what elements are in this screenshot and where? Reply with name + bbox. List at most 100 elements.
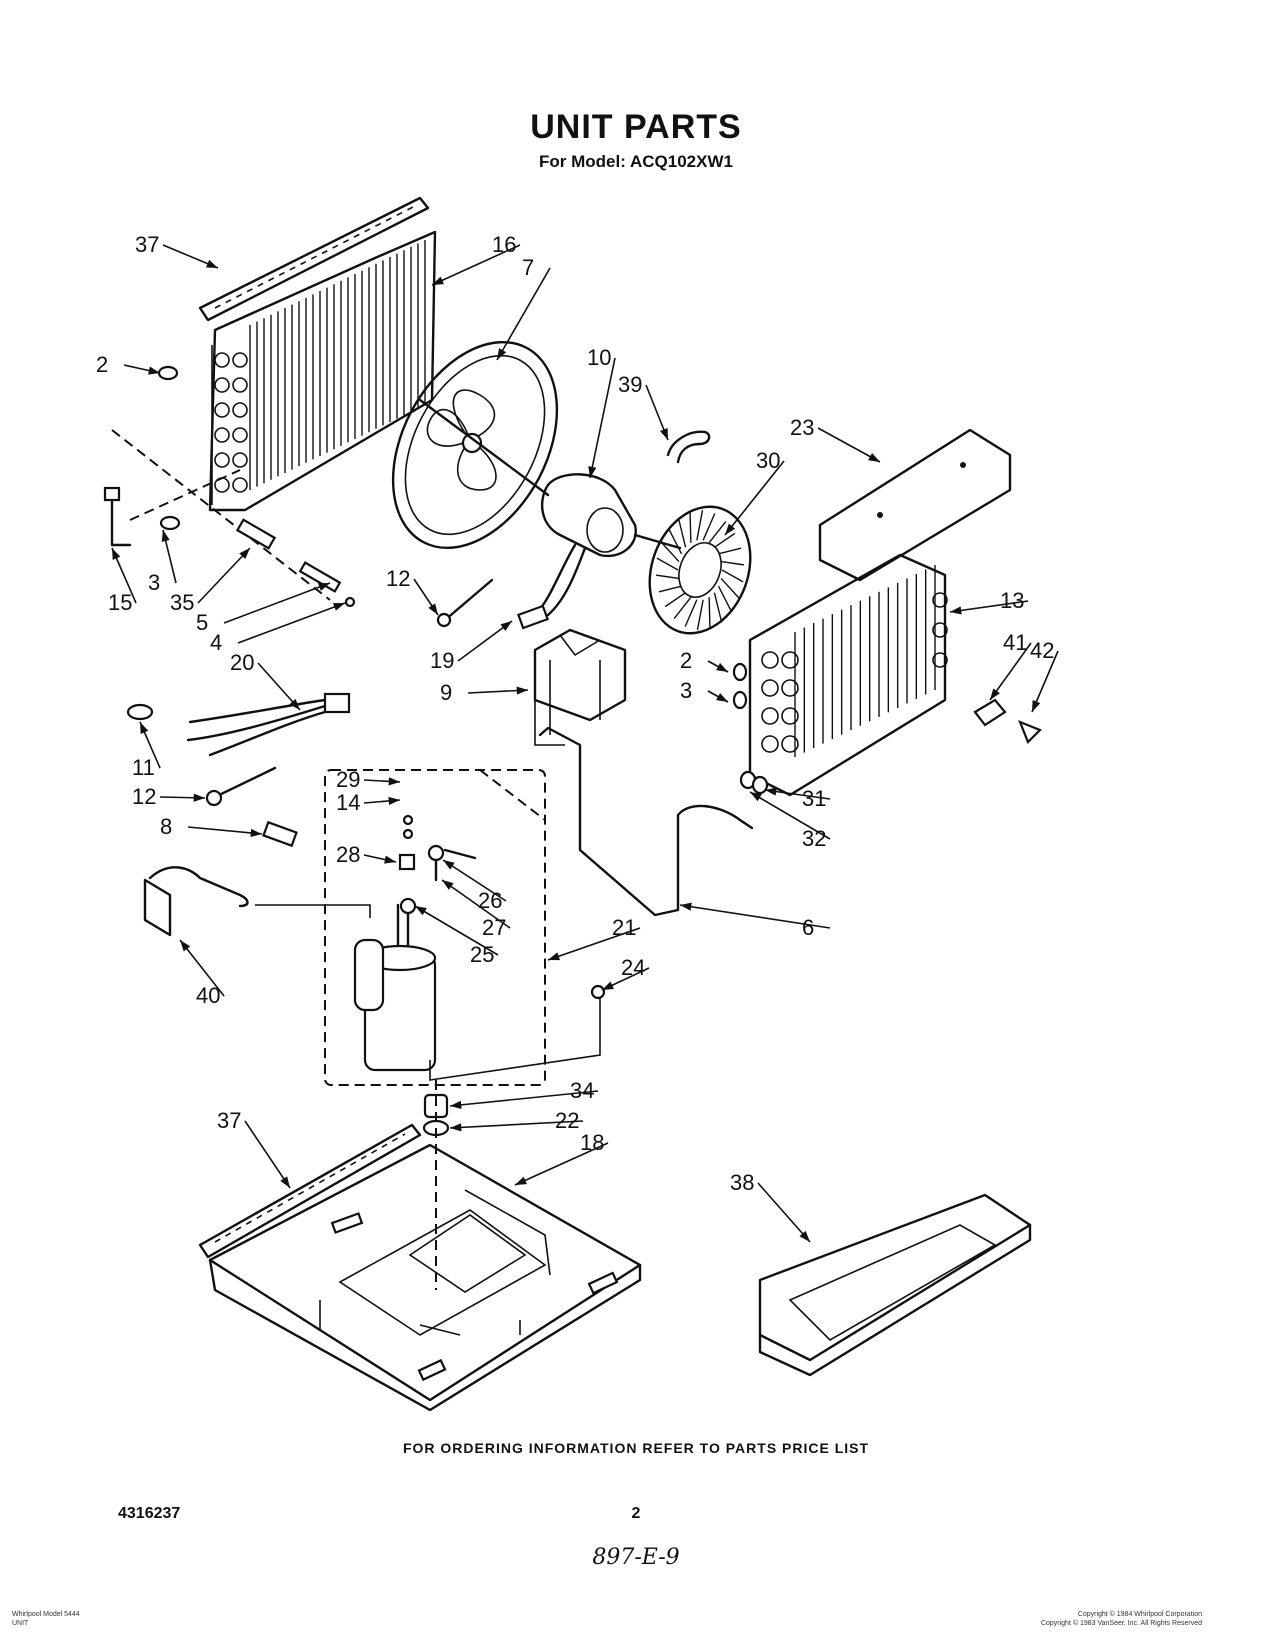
callout-22: 22: [555, 1108, 579, 1133]
leader-arrowhead: [516, 686, 528, 695]
blower-blade: [708, 521, 727, 544]
callout-8: 8: [160, 814, 172, 839]
callout-18: 18: [580, 1130, 604, 1155]
leader-arrowhead: [990, 688, 1000, 700]
leader-arrowhead: [716, 692, 728, 702]
copyright-line: Copyright © 1983 VanSeer, Inc. All Right…: [1040, 1620, 1202, 1627]
leader-line: [441, 879, 511, 929]
blower-blade: [696, 599, 704, 631]
refrigerant-tube: [538, 726, 754, 917]
leader-line: [187, 826, 263, 835]
blower-blade: [673, 596, 692, 619]
leader-line: [757, 1182, 811, 1243]
blower-wheel: [648, 505, 752, 635]
callout-4: 4: [210, 630, 222, 655]
blower-blade: [713, 592, 723, 623]
callout-12: 12: [132, 784, 156, 809]
leader-arrowhead: [497, 348, 507, 360]
blower-blade: [721, 569, 744, 583]
leader-line: [442, 859, 507, 902]
blower-blade: [720, 577, 740, 599]
ordering-note: FOR ORDERING INFORMATION REFER TO PARTS …: [402, 1440, 870, 1456]
callout-25: 25: [470, 942, 494, 967]
leader-line: [989, 642, 1032, 701]
leader-line: [496, 267, 551, 361]
blower-blade: [684, 599, 698, 627]
model-number: For Model: ACQ102XW1: [539, 152, 733, 171]
callout-38: 38: [730, 1170, 754, 1195]
leader-line: [431, 244, 521, 286]
blower-blade: [696, 509, 704, 541]
small-parts-right: [732, 662, 1042, 795]
blower-blade: [714, 532, 736, 548]
callout-37: 37: [217, 1108, 241, 1133]
leader-arrowhead: [239, 548, 250, 560]
leader-arrowhead: [548, 952, 560, 961]
condenser-fan: [391, 340, 559, 550]
callout-5: 5: [196, 610, 208, 635]
leader-line: [449, 1120, 584, 1129]
leader-arrowhead: [388, 777, 400, 786]
callout-14: 14: [336, 790, 360, 815]
base-pan: [208, 1143, 642, 1412]
callout-26: 26: [478, 888, 502, 913]
leader-arrowhead: [193, 793, 205, 802]
callout-12: 12: [386, 566, 410, 591]
page-title: UNIT PARTS: [530, 108, 742, 146]
blower-blade: [660, 541, 680, 563]
leader-arrowhead: [161, 530, 170, 542]
blower-blade: [718, 547, 742, 555]
leader-arrowhead: [950, 606, 962, 615]
callout-2: 2: [680, 648, 692, 673]
fineprint-left: Whirlpool Model 5444 UNIT: [12, 1610, 80, 1628]
leader-arrowhead: [148, 366, 160, 375]
blower-blade: [667, 527, 683, 555]
leader-line: [179, 939, 225, 997]
blower-blade: [658, 585, 682, 593]
page-number: 2: [631, 1505, 641, 1522]
blower-blade: [689, 511, 692, 543]
callout-37: 37: [135, 232, 159, 257]
callout-30: 30: [756, 448, 780, 473]
callout-leader-lines: [111, 244, 1059, 1243]
leader-arrowhead: [180, 940, 191, 952]
mount-grommets: [422, 1080, 450, 1290]
drain-tray: [758, 1193, 1032, 1377]
gasket-strip-top: [198, 196, 430, 322]
callout-27: 27: [482, 915, 506, 940]
leader-arrowhead: [868, 452, 880, 462]
capacitor-bracket: [143, 866, 371, 937]
leader-arrowhead: [799, 1230, 810, 1242]
leader-line: [244, 1120, 291, 1189]
leader-line: [514, 1142, 609, 1186]
evaporator-coil: [748, 553, 948, 797]
blower-blade: [677, 517, 687, 548]
callout-3: 3: [680, 678, 692, 703]
leader-line: [414, 905, 499, 956]
leader-arrowhead: [280, 1176, 290, 1188]
small-parts-mid-left: [126, 692, 351, 848]
callout-20: 20: [230, 650, 254, 675]
leader-arrowhead: [443, 860, 455, 870]
callout-28: 28: [336, 842, 360, 867]
leader-arrowhead: [333, 603, 345, 611]
leader-line: [223, 582, 331, 624]
callout-6: 6: [802, 915, 814, 940]
fan-motor: [418, 398, 682, 630]
leader-line: [547, 927, 641, 961]
callout-31: 31: [802, 786, 826, 811]
compressor: [353, 814, 606, 1081]
blower-blade: [664, 592, 686, 608]
leader-arrowhead: [602, 981, 614, 990]
leader-arrowhead: [432, 276, 444, 285]
leader-arrowhead: [415, 906, 427, 916]
callout-24: 24: [621, 955, 645, 980]
leader-arrowhead: [680, 902, 692, 911]
fineprint-left-line: UNIT: [12, 1620, 29, 1627]
callout-19: 19: [430, 648, 454, 673]
leader-line: [237, 602, 346, 644]
callout-29: 29: [336, 767, 360, 792]
callout-41: 41: [1003, 630, 1027, 655]
